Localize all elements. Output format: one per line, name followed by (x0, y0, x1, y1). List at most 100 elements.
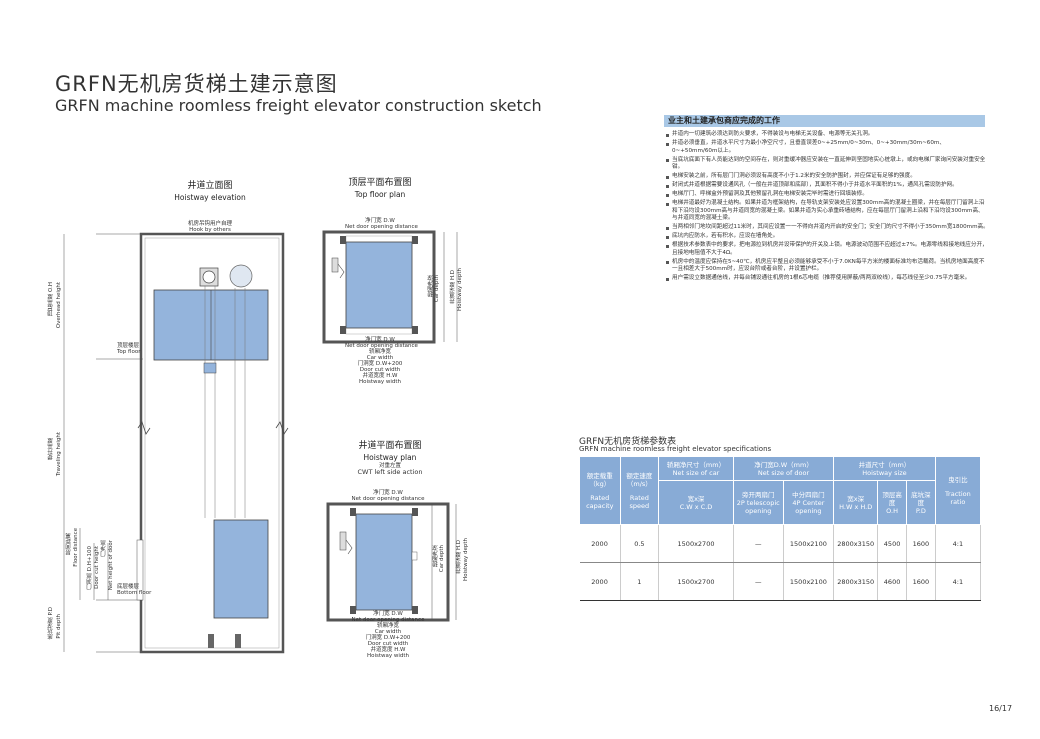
th-door-b: 中分四扇门 4P Center opening (782, 480, 835, 525)
cwt-note-en: CWT left side action (357, 468, 423, 476)
work-item: 机房中的温度应保持在5~40℃，机房应平整且必须能够承受不小于7.0KN每平方米… (664, 259, 989, 274)
door-height-cn: 门洞高 D.H+100 (87, 546, 93, 590)
cwt-note: 对重左置 CWT left side action (350, 463, 430, 475)
th-speed-cn: 额定速度（m/s） (626, 471, 653, 488)
cell-oh: 4500 (877, 524, 907, 563)
hook-note-en: Hook by others (189, 227, 231, 233)
work-item: 当底坑底面下有人员能达到的空间存在，则对重缓冲器应安装在一直延伸到坚固地实心桩墩… (664, 157, 989, 172)
cell-oh: 4600 (877, 562, 907, 601)
top-floor-label: 顶层楼层 Top floor (117, 343, 141, 355)
pit-dim-en: Pit depth (56, 614, 62, 639)
th-car-cn: 轿厢净尺寸（mm） (666, 460, 726, 469)
cell-car: 1500x2700 (658, 562, 734, 601)
topplan-title-cn: 顶层平面布置图 (348, 178, 412, 188)
hoistplan-bottom-labels: 净门宽 D.W Net door opening distance 轿厢净宽 C… (348, 611, 428, 659)
th-door-cn: 净门宽D.W（mm） (754, 460, 813, 469)
th-capacity: 额定载重（kg） Rated capacity (579, 456, 621, 525)
hoistplan-car (355, 513, 413, 611)
travel-dim-en: Traveling height (56, 432, 62, 477)
th-traction-en: Traction ratio (945, 489, 971, 506)
cwt-note-cn: 对重左置 (378, 463, 401, 469)
th-car-sub-cn: 宽x深 (687, 494, 705, 503)
hoistplan-car-depth-en: Car depth (439, 545, 445, 573)
cell-hw: 2800x3150 (833, 524, 879, 563)
car-bottom (213, 519, 269, 619)
shaft-wall (139, 232, 285, 654)
bottom-floor-cn: 底层楼层 (117, 584, 140, 590)
elevation-drawing (63, 232, 289, 654)
elevation-title: 井道立面图 Hoistway elevation (150, 181, 270, 203)
work-item: 根据技术参数表中的要求，把电源拉到机房并设带保护的开关及上锁。电源波动范围不应超… (664, 242, 989, 257)
bottom-floor-en: Bottom floor (117, 590, 152, 596)
th-hw-b-cn: 顶层高度 (882, 490, 902, 507)
topplan-hd-cn: 井道深度 H.D (450, 270, 456, 304)
hoistplan-dw2-en: Net door opening distance (351, 617, 425, 623)
hoistplan-car-w-cn: 轿厢净宽 (376, 623, 399, 629)
th-car-sub-en: C.W x C.D (679, 502, 713, 511)
topplan-door-cut-cn: 门洞宽 D.W+200 (357, 361, 403, 367)
elevation-title-cn: 井道立面图 (187, 181, 233, 191)
cell-door-b: 1500x2100 (783, 524, 835, 563)
th-hw-a-en: H.W x H.D (839, 502, 873, 511)
hoistplan-title-cn: 井道平面布置图 (358, 441, 422, 451)
topplan-car (345, 241, 413, 329)
topplan-car-w-cn: 轿厢净宽 (368, 349, 391, 355)
th-door-b-cn: 中分四扇门 (792, 490, 825, 499)
hoistplan-dw-cn: 净门宽 D.W (373, 490, 403, 496)
top-floor-cn: 顶层楼层 (117, 343, 140, 349)
th-speed: 额定速度（m/s） Rated speed (619, 456, 660, 525)
clear-height-en: Net height of door (108, 540, 114, 591)
hoistplan-dw2-cn: 净门宽 D.W (373, 611, 403, 617)
topplan-door-cut-en: Door cut width (359, 367, 401, 373)
floor-dist-cn: 层间距离 (66, 533, 72, 555)
hoistplan-hw-en: Hoistway width (366, 653, 410, 659)
page-number: 16/17 (989, 704, 1013, 713)
th-door: 净门宽D.W（mm） Net size of door (732, 456, 835, 481)
th-car-en: Net size of car (672, 468, 720, 477)
topplan-title: 顶层平面布置图 Top floor plan (320, 178, 440, 200)
work-item: 封闭式井道根据需要设通风孔（一般在井道顶部和底部），其面积不得小于井道水平面积的… (664, 182, 989, 190)
table-row: 2000 0.5 1500x2700 — 1500x2100 2800x3150… (579, 524, 982, 563)
topplan-dw-cn: 净门宽 D.W (365, 218, 395, 224)
th-door-en: Net size of door (757, 468, 810, 477)
work-list: 井道内一切建筑必须达到防火要求，不得装设与电梯无关设备、电源等无关孔洞。 井道必… (664, 131, 989, 284)
door-height-en: Door cut height (94, 546, 100, 589)
cell-capacity: 2000 (579, 524, 621, 563)
elevation-title-en: Hoistway elevation (174, 193, 246, 202)
th-hw-c-cn: 底坑深度 (911, 490, 931, 507)
topplan-hw-cn: 井道宽度 H.W (362, 373, 398, 379)
topplan-bottom-labels: 净门宽 D.W Net door opening distance 轿厢净宽 C… (345, 337, 418, 385)
th-hoistway: 井道尺寸（mm） Hoistway size (833, 456, 936, 481)
topplan-dw-en: Net door opening distance (345, 224, 418, 230)
th-capacity-cn: 额定载重（kg） (586, 471, 613, 488)
cell-door-a: — (733, 524, 784, 563)
cell-pd: 1600 (906, 562, 936, 601)
topplan-title-en: Top floor plan (354, 190, 406, 199)
th-hw-b-en: O.H (886, 506, 898, 515)
hoistplan-door-cut-en: Door cut width (367, 641, 409, 647)
topplan-hw-en: Hoistway width (358, 379, 402, 385)
topplan-car-depth-en: Car depth (434, 275, 440, 303)
work-item: 电梯井道最好为混凝土结构。如果井道为框架结构，在导轨支架安装处应设置300mm高… (664, 200, 989, 223)
top-floor-en: Top floor (117, 349, 141, 355)
work-item: 井道内一切建筑必须达到防火要求，不得装设与电梯无关设备、电源等无关孔洞。 (664, 131, 989, 139)
th-hw-a: 宽x深 H.W x H.D (833, 480, 879, 525)
hoistplan-car-w-en: Car width (374, 629, 402, 635)
page-title-en: GRFN machine roomless freight elevator c… (55, 96, 542, 115)
th-hw-b: 顶层高度 O.H (877, 480, 907, 525)
oh-dim-cn: 顶层高度 O.H (48, 282, 54, 316)
hoistplan-door-cut-cn: 门洞宽 D.W+200 (365, 635, 411, 641)
spec-table: 额定载重（kg） Rated capacity 额定速度（m/s） Rated … (579, 456, 982, 601)
hoistplan-dw-label: 净门宽 D.W Net door opening distance (348, 490, 428, 502)
th-door-a-en: 2P telescopic opening (736, 498, 780, 515)
th-car-sub: 宽x深 C.W x C.D (658, 480, 734, 525)
floor-dist-en: Floor distance (73, 528, 79, 567)
th-door-b-en: 4P Center opening (792, 498, 825, 515)
hook-note: 机房吊钩用户自理 Hook by others (180, 221, 240, 233)
topplan-hd-en: Hoistway depth (457, 268, 463, 311)
th-door-a-cn: 旁开两扇门 (742, 490, 775, 499)
th-door-a: 旁开两扇门 2P telescopic opening (732, 480, 784, 525)
page-title-cn: GRFN无机房货梯土建示意图 (55, 72, 338, 96)
th-traction-cn: 曳引比 (948, 475, 968, 484)
th-hw-en: Hoistway size (862, 468, 907, 477)
